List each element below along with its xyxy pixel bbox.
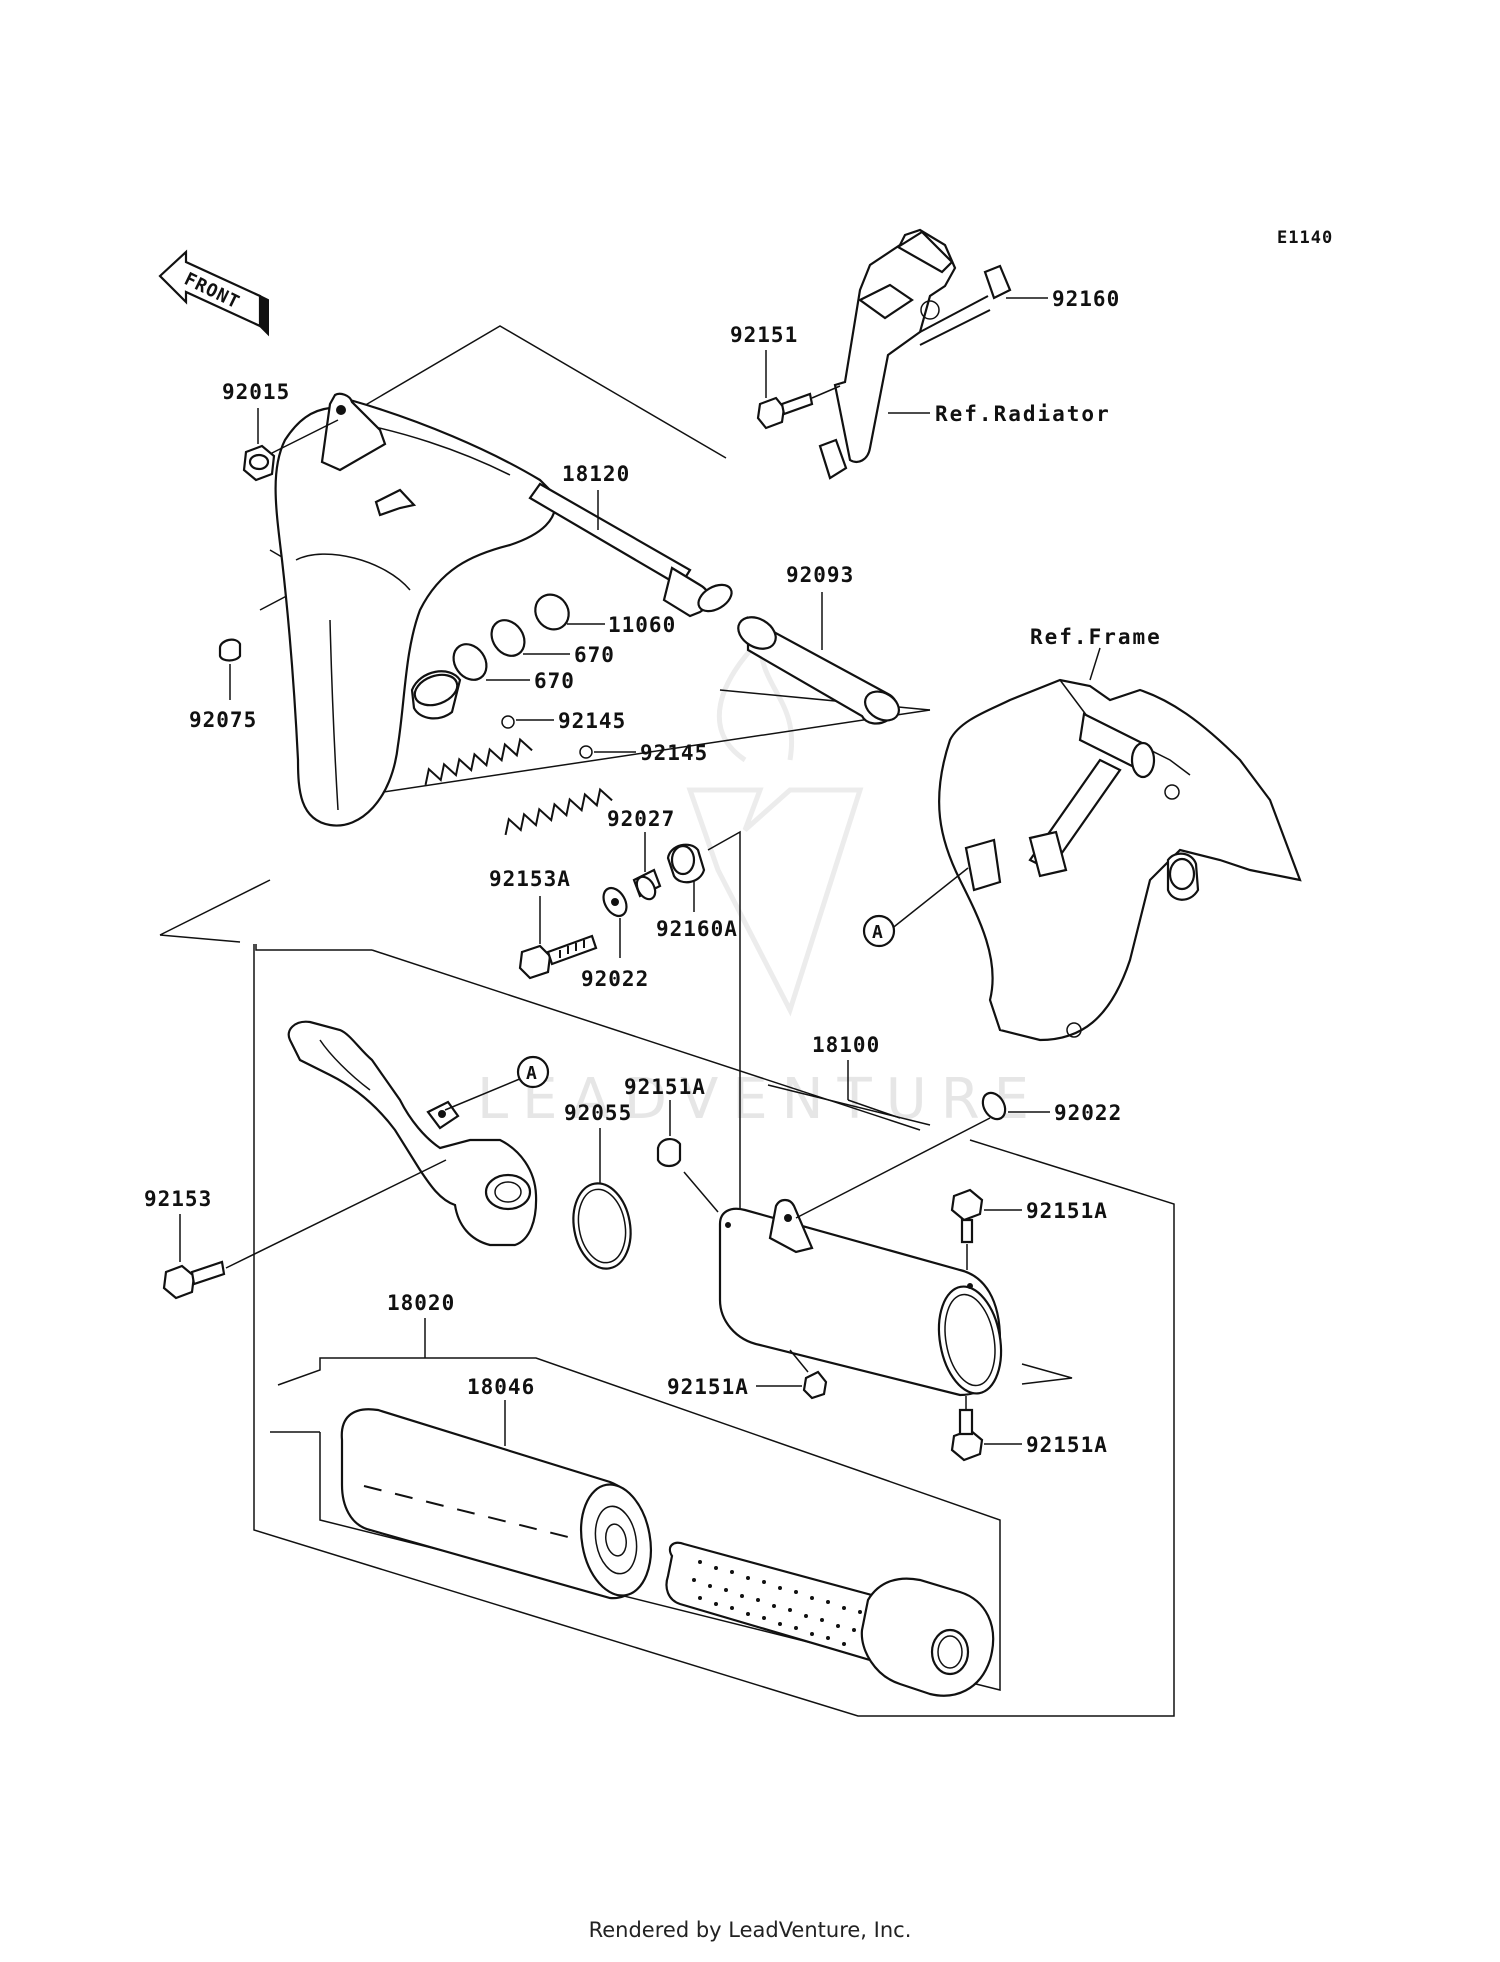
diagram-code: E1140 [1277,228,1333,248]
part-label-670-b: 670 [534,669,575,693]
ref-radiator-label: Ref.Radiator [935,402,1111,426]
part-label-18120: 18120 [562,462,630,486]
connection-marker-a-frame-text: A [872,922,884,943]
part-label-92145-b: 92145 [640,741,708,765]
part-label-92151A-4: 92151A [1026,1433,1108,1457]
radiator-bracket: 92160 Ref.Radiator [818,228,1120,480]
silencer-group: A 92153 92055 92151A 18100 92022 [144,879,1175,1717]
part-label-92151A-1: 92151A [624,1075,706,1099]
part-label-92055: 92055 [564,1101,632,1125]
part-label-11060: 11060 [608,613,676,637]
part-label-18020: 18020 [387,1291,455,1315]
sleeve-92093: 92093 [737,563,900,725]
exhaust-pipe-group [259,325,931,827]
nut-92015: 92015 [222,380,339,482]
part-label-92151A-2: 92151A [1026,1199,1108,1223]
footer-credit: Rendered by LeadVenture, Inc. [588,1918,912,1942]
bolt-92151: 92151 [730,323,841,430]
gasket-rings: 11060 670 670 [452,593,676,693]
frame-reference: Ref.Frame A [862,625,1302,1042]
connection-marker-a-pipe [516,1055,550,1089]
exhaust-pipe-18120 [274,398,557,827]
part-label-92015: 92015 [222,380,290,404]
part-label-92151: 92151 [730,323,798,347]
ref-frame-label: Ref.Frame [1030,625,1162,649]
part-label-92022-a: 92022 [581,967,649,991]
part-label-92160: 92160 [1052,287,1120,311]
part-label-92093: 92093 [786,563,854,587]
part-label-92022-b: 92022 [1054,1101,1122,1125]
part-label-18100: 18100 [812,1033,880,1057]
connection-marker-a-frame [862,914,896,948]
part-label-18046: 18046 [467,1375,535,1399]
part-label-92027: 92027 [607,807,675,831]
springs-92145: 92145 92145 [424,709,708,836]
cap-92075: 92075 [189,638,257,732]
part-label-92153: 92153 [144,1187,212,1211]
part-label-92075: 92075 [189,708,257,732]
watermark: LEADVENTURE [477,633,1043,1132]
part-label-92151A-3: 92151A [667,1375,749,1399]
part-label-92153A: 92153A [489,867,571,891]
watermark-text: LEADVENTURE [477,1067,1043,1132]
part-label-92160A: 92160A [656,917,738,941]
part-label-92145-a: 92145 [558,709,626,733]
part-label-670-a: 670 [574,643,615,667]
connection-marker-a-pipe-text: A [526,1063,538,1084]
front-arrow-icon: FRONT [158,249,269,337]
mount-hardware: 92153A 92022 92027 92160A [489,807,760,1251]
